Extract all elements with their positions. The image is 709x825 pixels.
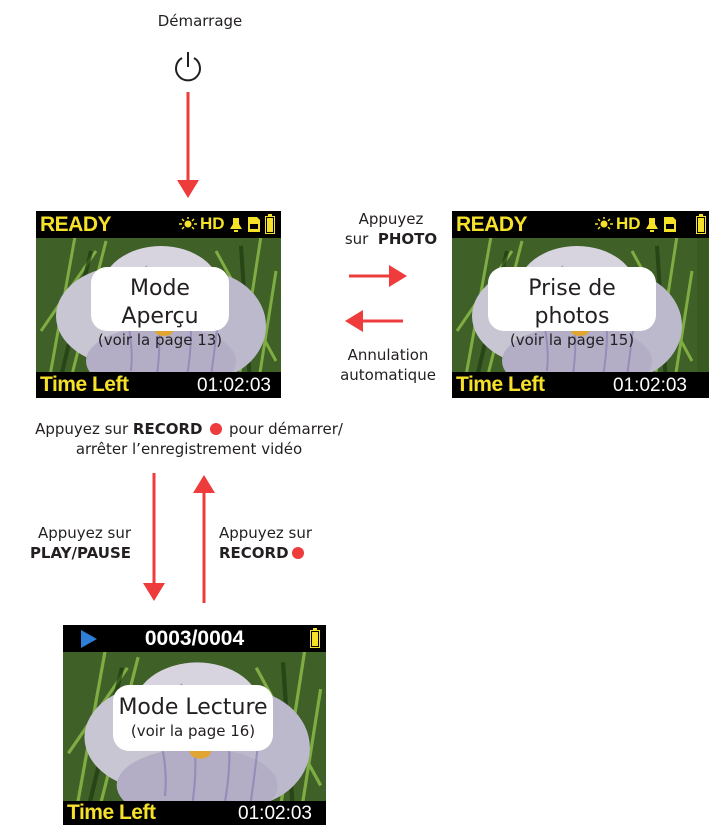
to-photo-prefix: sur (344, 230, 369, 248)
mode-label-box: Mode Lecture (voir la page 16) (113, 685, 273, 751)
record-instruction: Appuyez sur RECORD pour démarrer/ arrête… (0, 419, 378, 459)
arrow-to-playback (143, 473, 165, 601)
arrow-from-playback (193, 475, 215, 603)
arrow-start-to-preview (177, 92, 199, 198)
battery-icon (696, 214, 706, 234)
time-remaining: 01:02:03 (613, 375, 687, 396)
playback-screen: 0003/0004 Mode Lecture (voir la page 16)… (63, 625, 326, 825)
record-prefix: Appuyez sur (35, 420, 129, 438)
auto-cancel-line1: Annulation (347, 346, 429, 364)
from-playback-line1: Appuyez sur (219, 524, 313, 542)
status-ready: READY (456, 213, 528, 236)
record-button-name: RECORD (132, 420, 203, 438)
to-photo-line1: Appuyez (358, 210, 424, 228)
auto-cancel-note: Annulation automatique (326, 345, 450, 385)
time-remaining: 01:02:03 (238, 803, 312, 824)
status-bar: READY HD (36, 211, 281, 238)
record-dot-icon (210, 423, 223, 435)
time-remaining: 01:02:03 (197, 375, 271, 396)
time-left-label: Time Left (40, 373, 129, 396)
arrow-to-photo (349, 265, 407, 287)
sun-icon (595, 217, 613, 230)
power-icon (175, 52, 201, 82)
status-bar: READY HD (452, 211, 709, 238)
play-pause-button-name: PLAY/PAUSE (29, 544, 131, 562)
page-reference: (voir la page 16) (130, 722, 256, 740)
sun-icon (179, 217, 197, 230)
to-photo-instruction: Appuyez sur PHOTO (334, 209, 448, 249)
lamp-icon (646, 218, 658, 232)
play-icon (81, 630, 97, 648)
from-playback-instruction: Appuyez sur RECORD (219, 523, 359, 563)
preview-screen: READY HD Mode Aperçu (voir la page 13) T… (36, 211, 281, 398)
mode-title: Mode Lecture (118, 695, 268, 720)
auto-cancel-line2: automatique (340, 366, 436, 384)
time-bar: Time Left 01:02:03 (63, 801, 326, 825)
battery-icon (310, 628, 320, 648)
hd-badge: HD (200, 214, 225, 233)
page-reference: (voir la page 13) (97, 331, 223, 349)
battery-icon (265, 214, 275, 234)
mode-label-box: Mode Aperçu (voir la page 13) (91, 267, 229, 349)
mode-title: Mode Aperçu (121, 276, 199, 329)
mode-title: Prise de photos (528, 276, 616, 329)
photo-screen: READY HD Prise de photos (voir la page 1… (452, 211, 709, 398)
record-button-name: RECORD (219, 544, 289, 562)
photo-button-name: PHOTO (377, 230, 438, 248)
start-label: Démarrage (157, 12, 243, 30)
sd-card-icon (664, 217, 676, 232)
mode-label-box: Prise de photos (voir la page 15) (488, 267, 656, 349)
sd-card-icon (248, 217, 260, 232)
time-bar: Time Left 01:02:03 (36, 372, 281, 398)
file-counter: 0003/0004 (144, 627, 245, 650)
hd-badge: HD (616, 214, 641, 233)
time-bar: Time Left 01:02:03 (452, 372, 709, 398)
arrow-from-photo (345, 310, 403, 332)
status-ready: READY (40, 213, 112, 236)
time-left-label: Time Left (67, 801, 156, 824)
playback-status-bar: 0003/0004 (63, 625, 326, 652)
record-suffix: pour démarrer/ (229, 420, 343, 438)
record-dot-icon (291, 547, 304, 559)
page-reference: (voir la page 15) (509, 331, 635, 349)
time-left-label: Time Left (456, 373, 545, 396)
lamp-icon (230, 218, 242, 232)
to-playback-line1: Appuyez sur (37, 524, 131, 542)
record-line2: arrêter l’enregistrement vidéo (75, 440, 303, 458)
to-playback-instruction: Appuyez sur PLAY/PAUSE (0, 523, 131, 563)
